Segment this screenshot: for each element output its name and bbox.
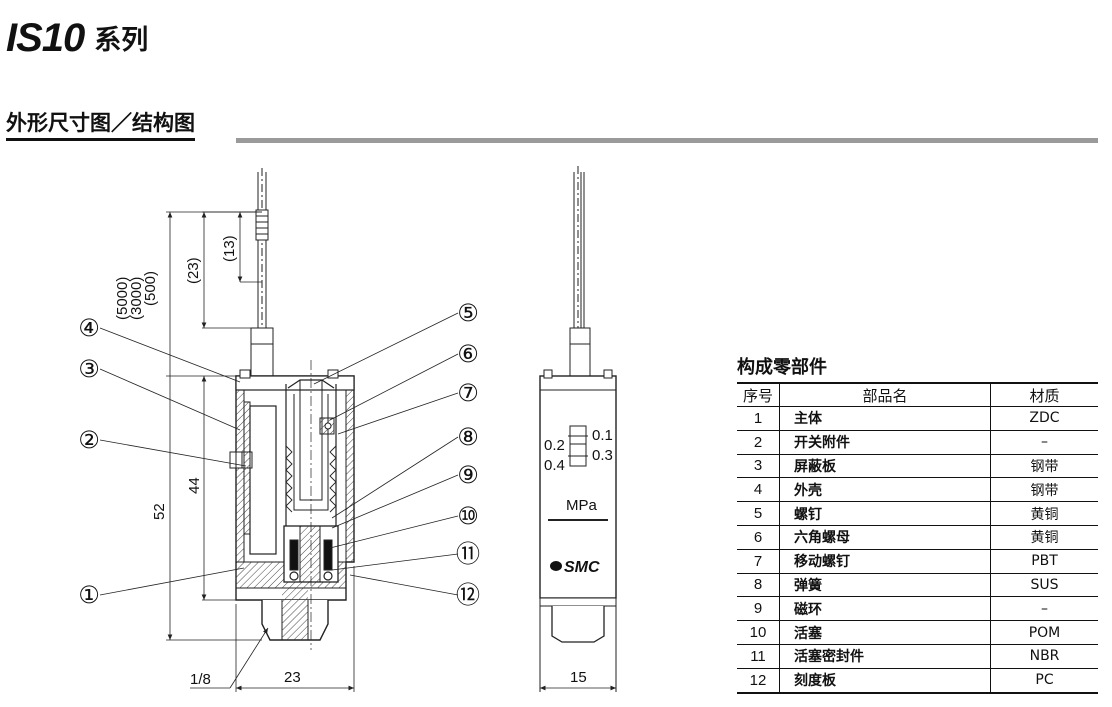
part-name: 弹簧 (779, 573, 991, 598)
callout-9: ⑨ (457, 461, 479, 489)
part-no: 4 (737, 477, 780, 503)
callout-5: ⑤ (457, 299, 479, 327)
dimension-lines (166, 211, 355, 692)
part-material: PC (990, 668, 1098, 694)
part-material: ZDC (990, 406, 1098, 431)
part-name: 磁环 (779, 596, 991, 622)
part-name: 活塞密封件 (779, 644, 991, 669)
header-no: 序号 (737, 382, 780, 407)
part-no: 11 (737, 644, 780, 669)
callout-8: ⑧ (457, 423, 479, 451)
dim-15: 15 (570, 669, 587, 686)
part-no: 10 (737, 620, 780, 645)
part-name: 六角螺母 (779, 525, 991, 550)
callout-10: ⑩ (457, 502, 479, 530)
scale-right-bottom: 0.3 (592, 447, 613, 464)
leader-lines (99, 312, 459, 596)
part-name: 主体 (779, 406, 991, 431)
part-name: 屏蔽板 (779, 454, 991, 479)
part-no: 5 (737, 501, 780, 526)
series-label: 系列 (94, 25, 149, 56)
dim-5000: (5000) (114, 277, 131, 320)
part-no: 8 (737, 573, 780, 598)
section-divider (236, 138, 1098, 143)
part-no: 9 (737, 596, 780, 622)
part-material: 钢带 (990, 477, 1098, 503)
model-name: IS10 (6, 16, 85, 60)
part-name: 移动螺钉 (779, 549, 991, 574)
header-material: 材质 (990, 382, 1098, 407)
part-name: 螺钉 (779, 501, 991, 526)
dim-3000: (3000) (128, 277, 145, 320)
scale-left-top: 0.2 (544, 437, 565, 454)
part-material: NBR (990, 644, 1098, 669)
callout-6: ⑥ (457, 340, 479, 368)
sectional-view (229, 168, 355, 650)
part-material: 黄铜 (990, 525, 1098, 550)
part-name: 活塞 (779, 620, 991, 645)
callout-2: ② (78, 426, 100, 454)
part-material: 黄铜 (990, 501, 1098, 526)
part-material: – (990, 430, 1098, 455)
dim-500: (500) (142, 271, 159, 306)
part-name: 外壳 (779, 477, 991, 503)
part-no: 3 (737, 454, 780, 479)
callout-12: ⑫ (456, 581, 480, 609)
section-title: 外形尺寸图／结构图 (6, 108, 195, 141)
part-material: PBT (990, 549, 1098, 574)
dim-13: (13) (221, 235, 238, 262)
page-title: IS10 系列 (6, 8, 148, 58)
dim-port: 1/8 (190, 671, 211, 688)
dim-44: 44 (186, 477, 203, 494)
part-material: SUS (990, 573, 1098, 598)
part-name: 开关附件 (779, 430, 991, 455)
part-no: 7 (737, 549, 780, 574)
svg-text:SMC: SMC (564, 559, 600, 576)
callout-3: ③ (78, 355, 100, 383)
dim-23-bottom: 23 (284, 669, 301, 686)
part-no: 2 (737, 430, 780, 455)
part-material: POM (990, 620, 1098, 645)
callout-1: ① (78, 581, 100, 609)
callout-4: ④ (78, 314, 100, 342)
dim-52: 52 (151, 503, 168, 520)
parts-title: 构成零部件 (737, 357, 827, 378)
part-no: 1 (737, 406, 780, 431)
table-header: 序号 部品名 材质 (737, 382, 1098, 407)
part-name: 刻度板 (779, 668, 991, 694)
part-no: 12 (737, 668, 780, 694)
header-name: 部品名 (779, 382, 991, 407)
scale-unit: MPa (566, 497, 598, 514)
dim-23-top: (23) (185, 257, 202, 284)
callout-11: ⑪ (456, 540, 480, 568)
part-material: – (990, 596, 1098, 622)
callout-7: ⑦ (457, 379, 479, 407)
part-material: 钢带 (990, 454, 1098, 479)
smc-logo: SMC (550, 559, 600, 576)
front-view (539, 166, 617, 692)
part-no: 6 (737, 525, 780, 550)
scale-left-bottom: 0.4 (544, 457, 565, 474)
scale-right-top: 0.1 (592, 427, 613, 444)
